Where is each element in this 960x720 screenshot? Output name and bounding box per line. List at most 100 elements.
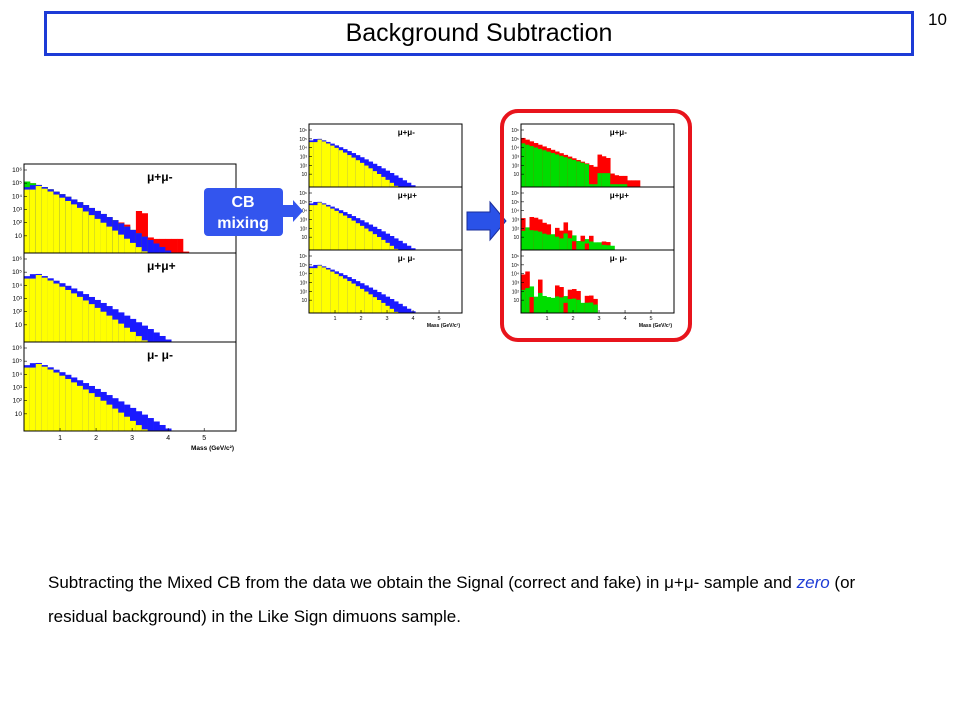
yellow-bar: [35, 186, 42, 253]
overlay-bar: [529, 297, 535, 313]
red-bar: [618, 175, 624, 187]
yellow-bar: [385, 242, 391, 250]
green-bar: [550, 234, 556, 250]
yellow-bar: [29, 189, 37, 253]
blue-bar: [135, 411, 143, 431]
yellow-bar: [29, 367, 37, 431]
green-bar: [525, 227, 530, 250]
yellow-bar: [100, 222, 107, 253]
yellow-bar: [321, 267, 327, 313]
yellow-bar: [112, 408, 119, 431]
green-bar: [550, 297, 556, 313]
y-tick-label: 10³: [512, 155, 520, 161]
yellow-bar: [381, 302, 386, 313]
green-bar: [542, 295, 547, 313]
yellow-bar: [326, 206, 331, 250]
blue-bar: [398, 303, 403, 313]
y-tick-label: 10²: [300, 163, 308, 169]
yellow-bar: [130, 331, 137, 342]
yellow-bar: [309, 268, 314, 313]
overlay-bar: [525, 288, 530, 313]
yellow-bar: [141, 340, 148, 342]
yellow-bar: [94, 396, 101, 431]
blue-bar: [389, 173, 395, 187]
yellow-bar: [59, 197, 66, 253]
x-tick-label: 5: [438, 316, 441, 322]
yellow-bar: [330, 208, 335, 250]
yellow-bar: [35, 275, 42, 342]
red-bar: [165, 238, 172, 253]
y-tick-label: 10⁶: [511, 128, 519, 134]
yellow-bar: [41, 188, 48, 253]
overlay-bar: [521, 230, 526, 250]
y-tick-label: 10: [15, 233, 23, 240]
y-tick-label: 10²: [300, 226, 308, 232]
yellow-bar: [118, 323, 125, 342]
yellow-bar: [135, 425, 143, 431]
green-bar: [546, 151, 552, 187]
blue-bar: [385, 170, 391, 187]
yellow-bar: [381, 176, 386, 187]
yellow-bar: [385, 179, 391, 187]
y-tick-label: 10⁵: [511, 137, 519, 143]
y-tick-label: 10: [15, 322, 23, 329]
blue-bar: [147, 329, 154, 342]
red-bar: [597, 154, 603, 187]
blue-bar: [406, 245, 412, 250]
y-tick-label: 10²: [512, 163, 520, 169]
y-tick-label: 10²: [512, 226, 520, 232]
yellow-bar: [77, 207, 84, 253]
caption-text: Subtracting the Mixed CB from the data w…: [48, 566, 908, 634]
overlay-bar: [529, 230, 535, 250]
y-tick-label: 10⁶: [12, 167, 22, 174]
green-bar: [533, 296, 539, 313]
overlay-bar: [580, 241, 586, 250]
slide-title: Background Subtraction: [44, 11, 914, 56]
yellow-bar: [389, 245, 395, 250]
green-bar: [580, 302, 586, 313]
overlay-bar: [567, 238, 573, 250]
yellow-bar: [360, 288, 365, 313]
mixed-cb-histogram-column: 10⁶10⁵10⁴10³10²10μ+μ-10⁶10⁵10⁴10³10²10μ+…: [299, 123, 463, 329]
overlay-bar: [555, 236, 560, 250]
blue-bar: [402, 243, 408, 250]
yellow-bar: [385, 305, 391, 313]
yellow-bar: [24, 278, 31, 342]
green-bar: [589, 184, 594, 187]
panel-label: μ+μ+: [147, 259, 176, 273]
yellow-bar: [106, 404, 113, 431]
yellow-bar: [100, 400, 107, 431]
green-bar: [623, 184, 628, 187]
yellow-bar: [394, 311, 399, 313]
yellow-bar: [317, 139, 323, 187]
overlay-bar: [576, 299, 581, 313]
yellow-bar: [377, 236, 382, 250]
yellow-bar: [368, 231, 374, 250]
y-tick-label: 10⁶: [299, 254, 307, 260]
yellow-bar: [309, 205, 314, 250]
yellow-bar: [130, 242, 137, 253]
yellow-bar: [130, 420, 137, 431]
yellow-bar: [334, 273, 340, 313]
yellow-bar: [338, 213, 344, 250]
yellow-bar: [372, 171, 378, 187]
yellow-bar: [343, 215, 348, 250]
x-tick-label: 3: [597, 316, 600, 322]
green-bar: [576, 241, 581, 250]
y-tick-label: 10⁴: [12, 282, 22, 289]
y-tick-label: 10⁴: [299, 272, 307, 278]
yellow-bar: [106, 315, 113, 342]
blue-bar: [406, 308, 412, 313]
yellow-bar: [394, 185, 399, 187]
y-tick-label: 10⁴: [12, 193, 22, 200]
yellow-bar: [59, 375, 66, 431]
yellow-bar: [88, 215, 95, 253]
x-axis-label: Mass (GeV/c²): [427, 323, 460, 329]
yellow-bar: [326, 143, 331, 187]
yellow-bar: [338, 150, 344, 187]
green-bar: [601, 173, 607, 187]
green-bar: [576, 161, 581, 187]
y-tick-label: 10³: [300, 218, 308, 224]
blue-bar: [147, 418, 154, 431]
